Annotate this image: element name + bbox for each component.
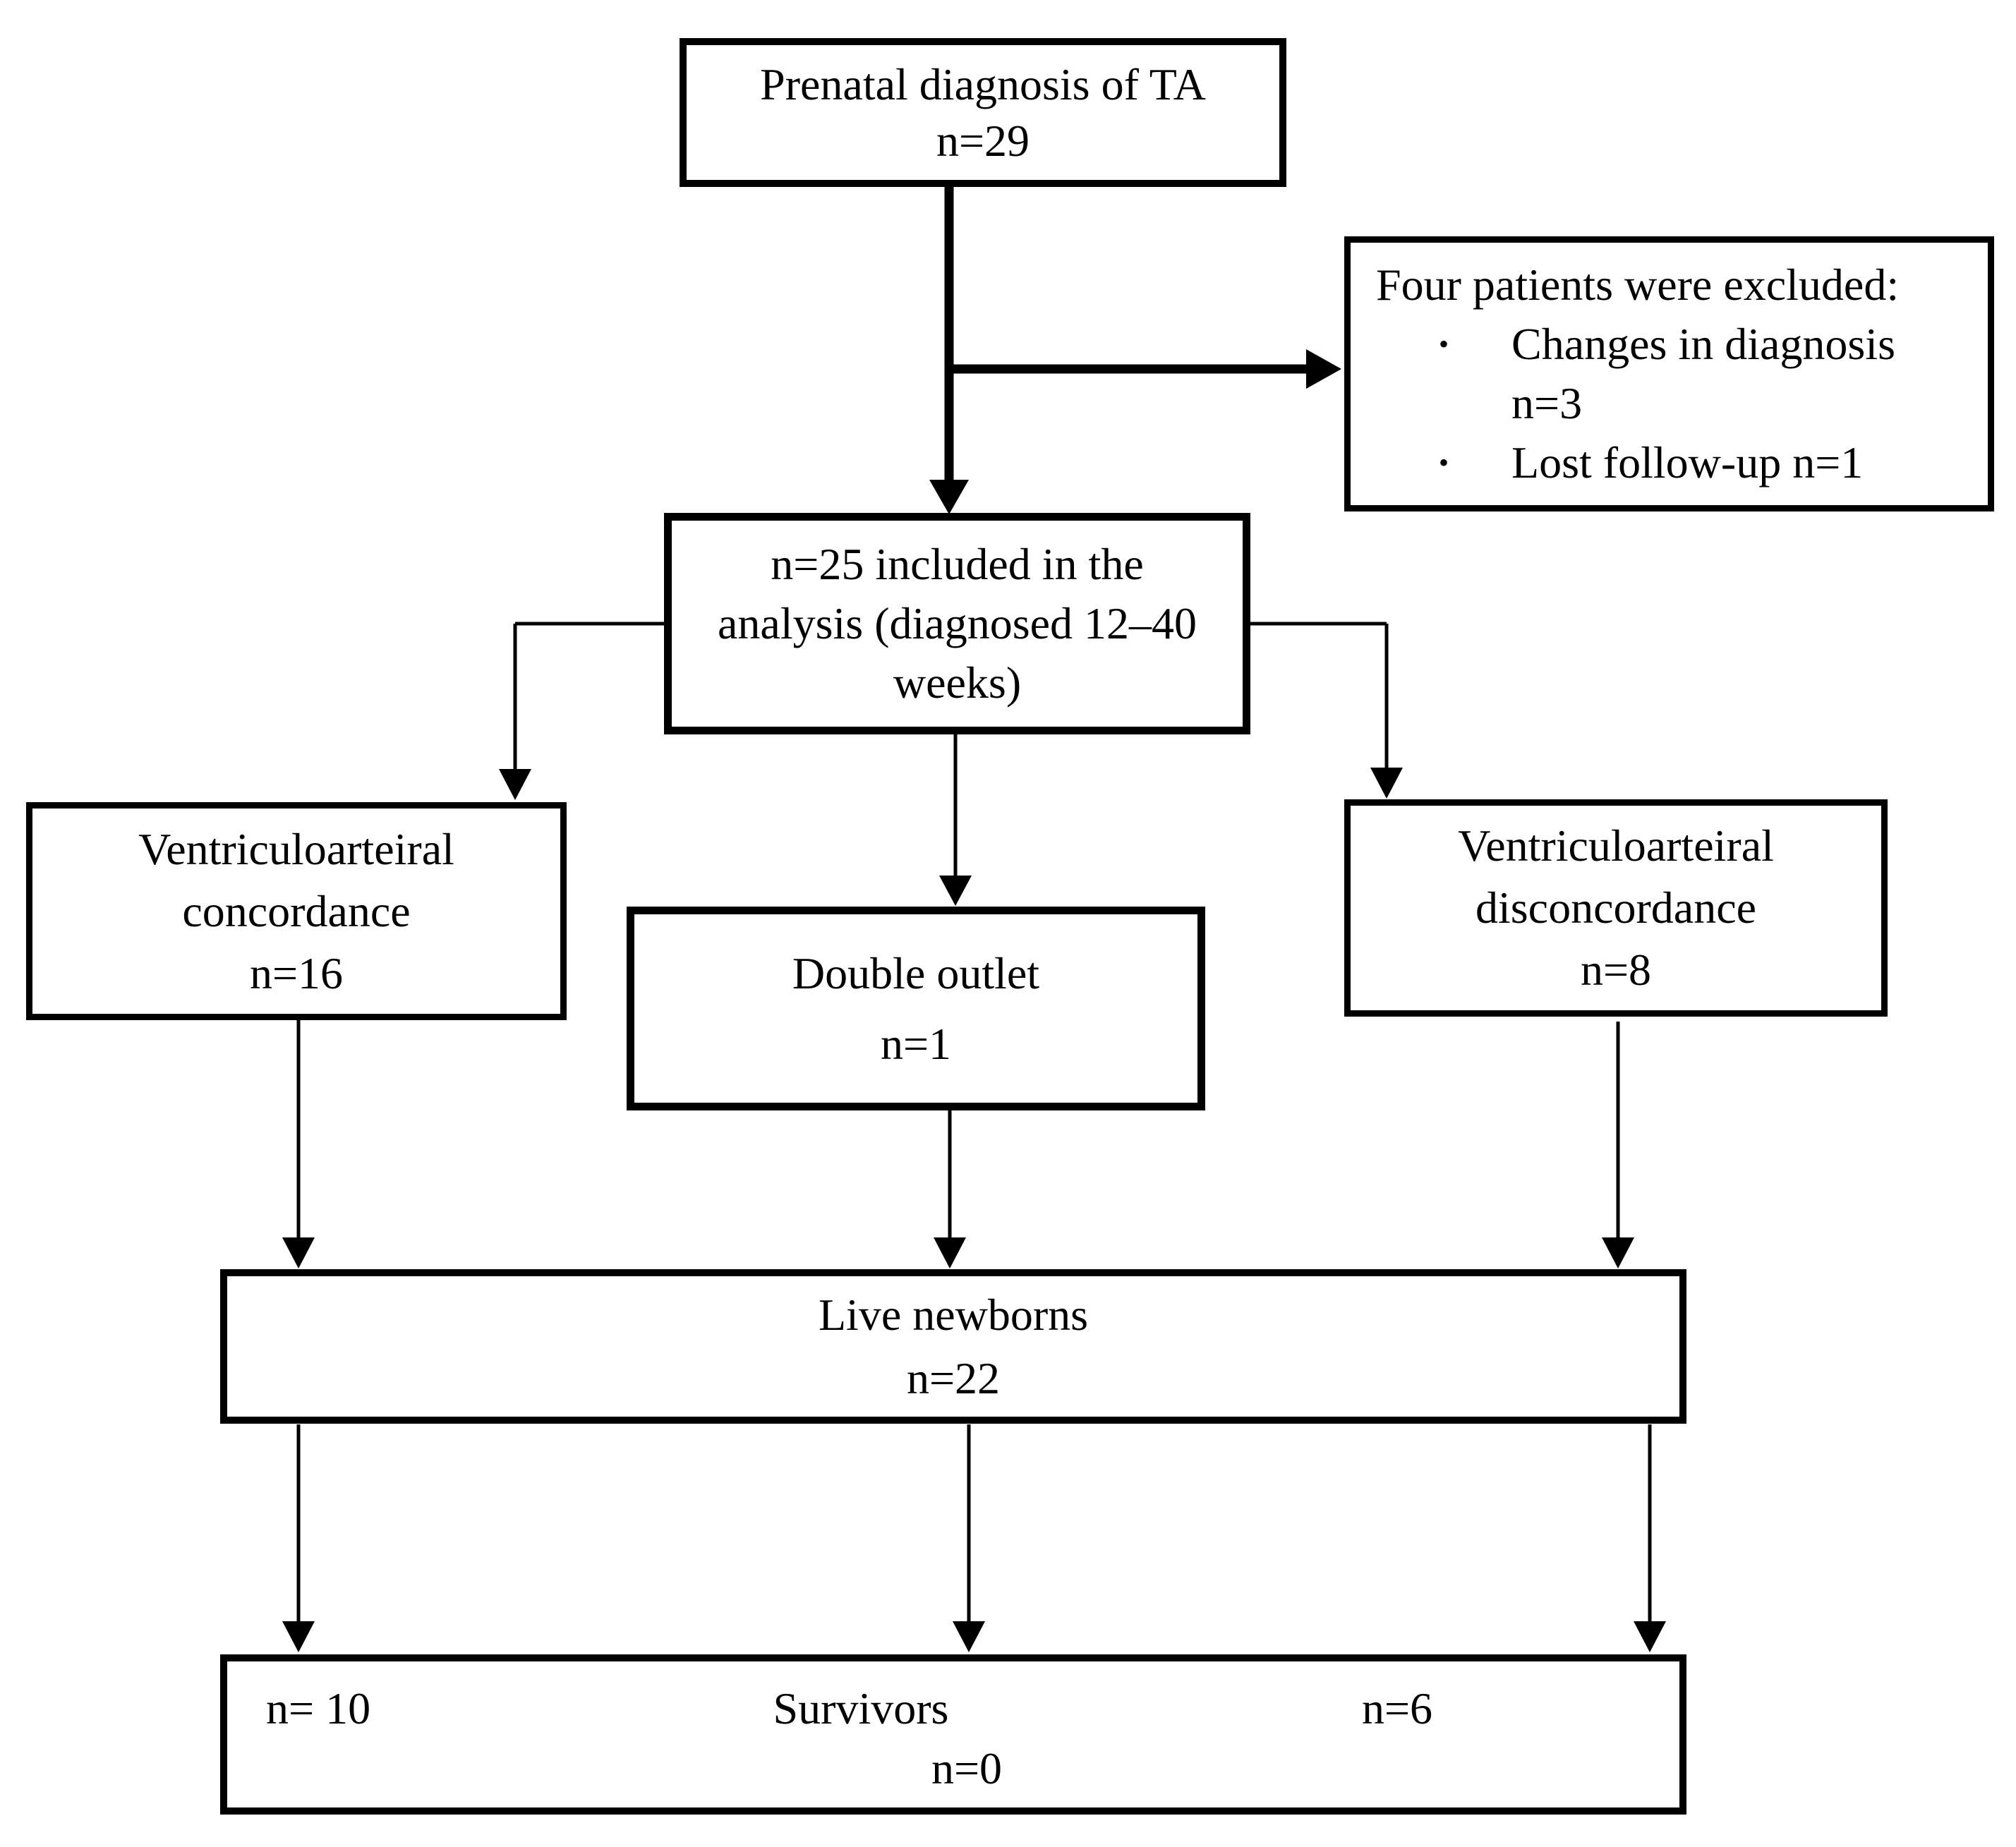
prenatal-count: n=29 (936, 115, 1030, 166)
included-line3: weeks) (893, 658, 1022, 708)
arrow-included-to-concordance-head (499, 769, 531, 800)
arrow-to-excluded-head (1306, 349, 1341, 389)
prenatal-line1: Prenatal diagnosis of TA (760, 59, 1206, 109)
concordance-line2: concordance (182, 885, 411, 936)
box-va-concordance: Ventriculoarteiral concordance n=16 (26, 802, 567, 1020)
survivors-left-count: n= 10 (266, 1683, 371, 1733)
excluded-item-2-text: Lost follow-up n=1 (1511, 437, 1864, 488)
box-survivors: n= 10 Survivors n=6 n=0 (220, 1654, 1686, 1815)
disconcordance-count: n=8 (1580, 945, 1652, 995)
live-newborns-line1: Live newborns (818, 1289, 1089, 1340)
box-double-outlet: Double outlet n=1 (627, 907, 1205, 1110)
box-va-disconcordance: Ventriculoarteiral disconcordance n=8 (1344, 799, 1888, 1017)
disconcordance-line2: disconcordance (1475, 883, 1757, 933)
box-live-newborns: Live newborns n=22 (220, 1269, 1686, 1424)
included-line2: analysis (diagnosed 12–40 (718, 598, 1197, 648)
arrow-newborns-to-survivors-left-head (282, 1621, 315, 1652)
survivors-right-count: n=6 (1361, 1683, 1433, 1733)
survivors-label: Survivors (773, 1683, 949, 1733)
survivors-bottom-count: n=0 (931, 1743, 1003, 1793)
disconcordance-line1: Ventriculoarteiral (1458, 820, 1774, 871)
arrow-double-outlet-to-newborns-head (934, 1237, 966, 1268)
concordance-count: n=16 (249, 947, 344, 998)
box-excluded-patients: Four patients were excluded: • Changes i… (1344, 236, 1994, 511)
arrow-included-to-disconcordance-head (1370, 768, 1403, 799)
bullet-icon: • (1438, 328, 1449, 360)
double-outlet-count: n=1 (880, 1018, 952, 1069)
arrow-newborns-to-survivors-center-head (953, 1621, 985, 1652)
excluded-item-2: • Lost follow-up n=1 (1351, 433, 1988, 492)
excluded-title: Four patients were excluded: (1376, 260, 1900, 310)
box-prenatal-diagnosis: Prenatal diagnosis of TA n=29 (680, 38, 1286, 187)
live-newborns-count: n=22 (906, 1352, 1001, 1403)
excluded-item-1-text: Changes in diagnosis n=3 (1511, 319, 1895, 428)
arrow-disconcordance-to-newborns-head (1602, 1237, 1634, 1268)
arrow-newborns-to-survivors-right-head (1634, 1621, 1666, 1652)
double-outlet-line1: Double outlet (792, 947, 1040, 998)
arrow-included-to-double-outlet-head (939, 876, 972, 906)
concordance-line1: Ventriculoarteiral (138, 823, 454, 874)
arrow-prenatal-to-included-head (929, 480, 969, 514)
bullet-icon: • (1438, 447, 1449, 478)
excluded-item-1: • Changes in diagnosis n=3 (1351, 315, 1988, 433)
arrow-concordance-to-newborns-head (282, 1237, 315, 1268)
box-included-analysis: n=25 included in the analysis (diagnosed… (664, 513, 1250, 734)
included-line1: n=25 included in the (771, 539, 1144, 589)
